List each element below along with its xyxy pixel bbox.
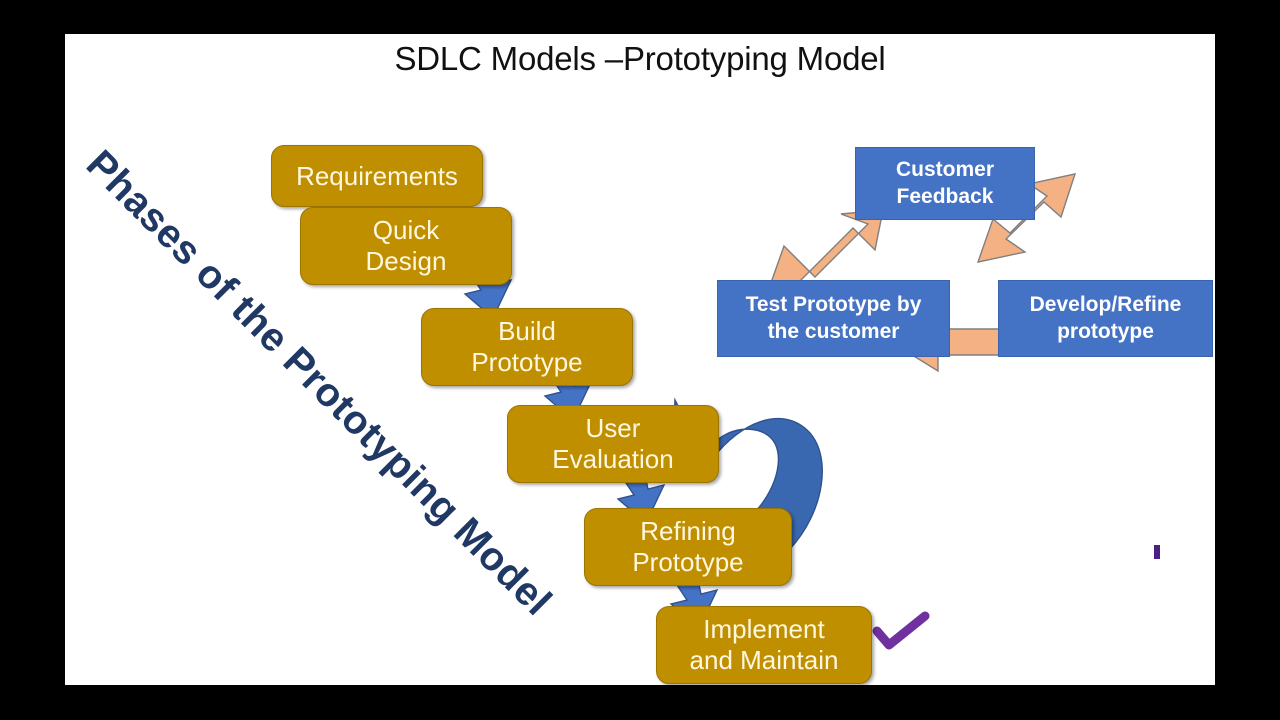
connector-layer <box>351 161 1160 650</box>
phase-box-implement-and-maintain[interactable]: Implement and Maintain <box>656 606 872 684</box>
cycle-label-develop-refine-prototype: Develop/Refine prototype <box>1029 293 1182 343</box>
cycle-label-test-prototype-by-the-customer: Test Prototype by the customer <box>745 293 922 343</box>
phase-box-requirements[interactable]: Requirements <box>271 145 483 207</box>
phase-label-implement-and-maintain: Implement and Maintain <box>689 614 839 675</box>
phase-box-quick-design[interactable]: Quick Design <box>300 207 512 285</box>
phase-label-requirements: Requirements <box>296 160 458 191</box>
purple-check-annotation <box>872 611 930 650</box>
slide-canvas: SDLC Models –Prototyping Model Phases of… <box>65 34 1215 685</box>
phase-label-user-evaluation: User Evaluation <box>552 413 674 474</box>
phase-box-user-evaluation[interactable]: User Evaluation <box>507 405 719 483</box>
cycle-box-develop-refine-prototype[interactable]: Develop/Refine prototype <box>998 280 1213 357</box>
phase-label-build-prototype: Build Prototype <box>471 316 583 377</box>
cycle-box-customer-feedback[interactable]: Customer Feedback <box>855 147 1035 220</box>
cycle-box-test-prototype-by-the-customer[interactable]: Test Prototype by the customer <box>717 280 950 357</box>
phase-label-refining-prototype: Refining Prototype <box>632 516 744 577</box>
cycle-label-customer-feedback: Customer Feedback <box>895 158 995 208</box>
phase-box-refining-prototype[interactable]: Refining Prototype <box>584 508 792 586</box>
phase-box-build-prototype[interactable]: Build Prototype <box>421 308 633 386</box>
page-title: SDLC Models –Prototyping Model <box>394 40 886 77</box>
phase-label-quick-design: Quick Design <box>365 215 447 276</box>
